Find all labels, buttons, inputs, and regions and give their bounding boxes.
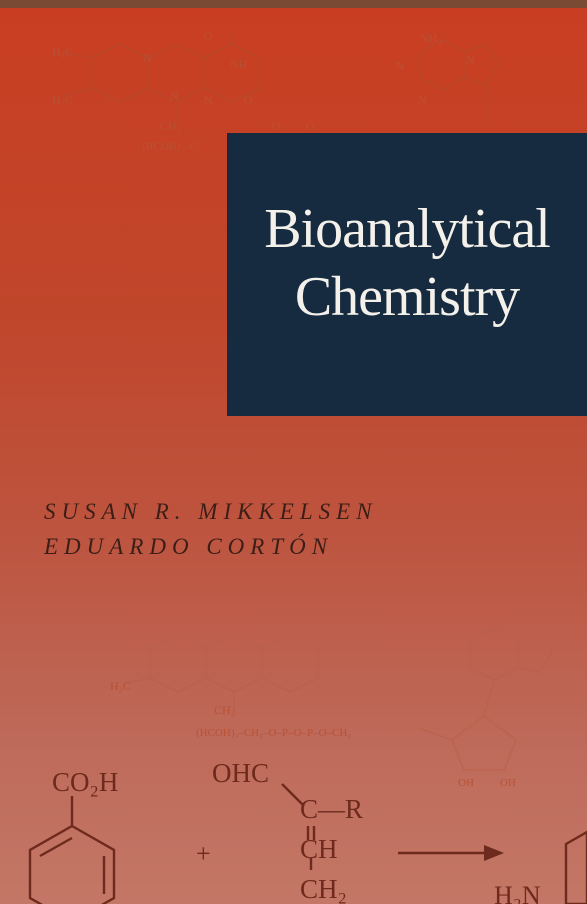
faint-label: O — [244, 93, 253, 107]
faint-flavin-structure-bottom — [121, 627, 553, 771]
faint-label: O — [204, 29, 213, 43]
faint-label: N — [418, 93, 427, 107]
faint-label: CH₂ — [160, 119, 181, 133]
faint-label: (HCOH)₃–C — [142, 141, 197, 153]
faint-label: N — [143, 51, 152, 65]
reaction-label-ch2: CH₂ — [300, 874, 347, 904]
book-title-line-1: Bioanalytical — [264, 198, 551, 260]
reaction-label-ch: CH — [300, 834, 338, 864]
faint-label: OH — [500, 777, 516, 789]
faint-label: O — [306, 119, 315, 133]
faint-label: N — [466, 53, 475, 67]
faint-label: OH — [458, 777, 474, 789]
faint-label: CH₂ — [214, 703, 235, 717]
title-panel: Bioanalytical Chemistry — [227, 133, 587, 416]
faint-label: H₃C — [52, 45, 73, 59]
reaction-scheme — [28, 783, 587, 904]
reaction-label-co2h: CO₂H — [52, 767, 118, 797]
faint-label: (HCOH)₃–CH₂–O–P–O–P–O–CH₂ — [196, 727, 351, 739]
faint-label: NH₂ — [420, 31, 442, 45]
top-edge-strip — [0, 0, 587, 8]
faint-label: N — [204, 93, 213, 107]
reaction-label-h2n: H₂N — [494, 881, 541, 904]
faint-label: NH — [230, 57, 248, 71]
faint-label: N — [396, 59, 405, 73]
faint-flavin-structure-top — [63, 28, 499, 127]
faint-label: O — [272, 119, 281, 133]
reaction-label-c-r: C—R — [300, 794, 363, 824]
faint-label: H₃C — [110, 679, 131, 693]
reaction-plus-sign: + — [196, 839, 211, 868]
faint-label: H₃C — [52, 93, 73, 107]
author-list: SUSAN R. MIKKELSEN EDUARDO CORTÓN — [44, 494, 378, 564]
faint-label: N — [170, 89, 179, 103]
author-name: SUSAN R. MIKKELSEN — [44, 499, 378, 524]
author-name: EDUARDO CORTÓN — [44, 534, 334, 559]
book-title-line-2: Chemistry — [294, 266, 520, 328]
reaction-label-ohc: OHC — [212, 758, 269, 788]
